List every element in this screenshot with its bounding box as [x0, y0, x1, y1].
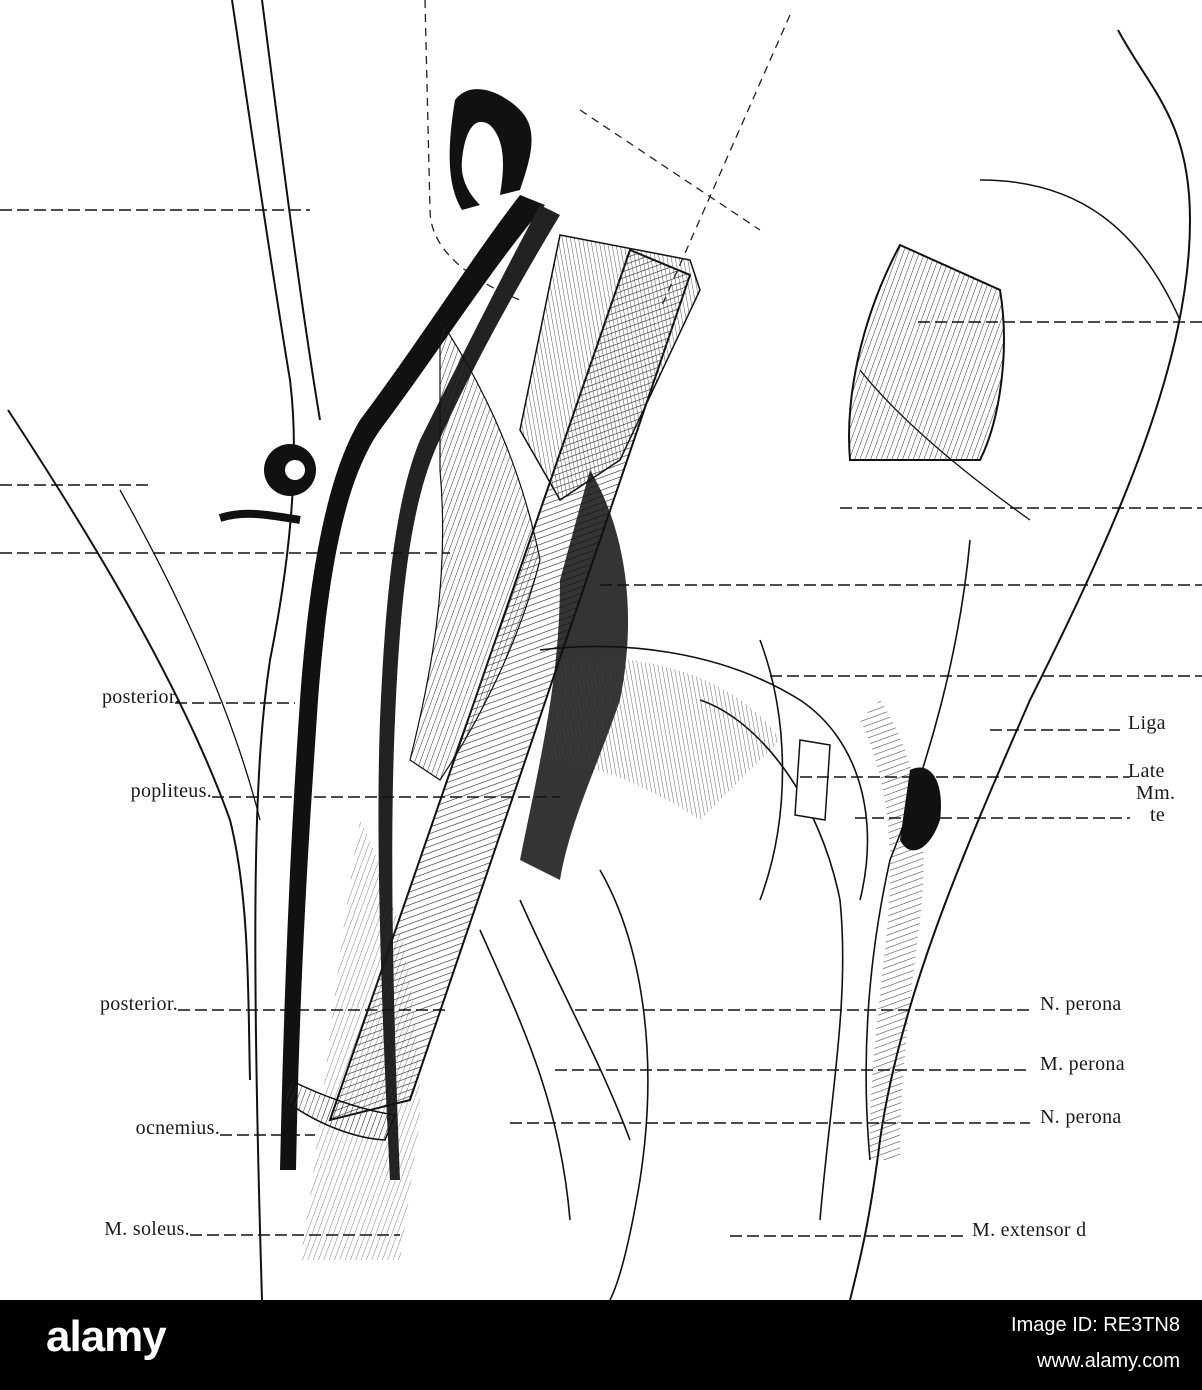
anatomical-illustration: posterior. popliteus. posterior. ocnemiu… [0, 0, 1202, 1300]
brand-name: alamy [46, 1312, 167, 1361]
label-right-extensor: M. extensor d [972, 1219, 1087, 1241]
label-right-te: te [1150, 804, 1166, 826]
reflected-biceps-tendon [848, 243, 1005, 461]
label-left-soleus: M. soleus. [104, 1218, 190, 1240]
label-left-posterior-1: posterior. [102, 686, 180, 708]
leg-outline [7, 0, 1192, 1300]
label-right-muscles: Mm. [1136, 782, 1176, 804]
label-left-posterior-2: posterior. [100, 993, 178, 1015]
image-id: Image ID: RE3TN8 [1011, 1314, 1180, 1336]
label-left-gastrocnemius: ocnemius. [135, 1117, 220, 1139]
popliteal-vessel [218, 89, 560, 1180]
leader-lines [0, 209, 1202, 1237]
label-right-n-peroneus-1: N. perona [1040, 993, 1122, 1015]
watermark-footer: alamy Image ID: RE3TN8 www.alamy.com [0, 1300, 1202, 1390]
label-left-popliteus: popliteus. [130, 780, 212, 802]
site-url: www.alamy.com [1037, 1350, 1180, 1372]
knee-engraving [0, 0, 1202, 1300]
label-right-ligament: Liga [1128, 712, 1166, 734]
lower-leg-hatching [300, 658, 941, 1260]
label-right-lateral: Late [1128, 760, 1165, 782]
label-right-n-peroneus-2: N. perona [1040, 1106, 1122, 1128]
label-right-m-peroneus: M. perona [1040, 1053, 1125, 1075]
